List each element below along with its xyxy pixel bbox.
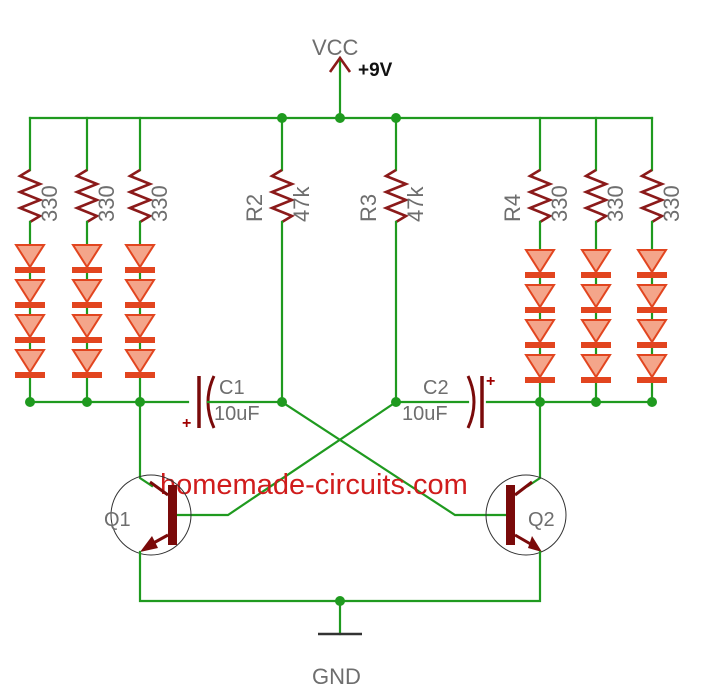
led-string-1 <box>14 220 46 404</box>
led-diode <box>124 279 156 308</box>
watermark-text: homemade-circuits.com <box>160 469 468 501</box>
led-string-6 <box>636 220 668 404</box>
junction-dot <box>591 397 601 407</box>
resistor-value-label: 47k <box>403 186 428 222</box>
c1-value-label: 10uF <box>214 403 260 425</box>
resistor-r4 <box>526 168 554 224</box>
resistor-8 <box>638 168 666 224</box>
junction-dot <box>391 113 401 123</box>
led-diode <box>14 279 46 308</box>
junction-dot <box>82 397 92 407</box>
transistor-q1 <box>110 474 192 556</box>
led-diode <box>124 349 156 378</box>
c1-polarity-mark: + <box>182 415 191 432</box>
led-diode <box>71 279 103 308</box>
led-string-4 <box>524 220 556 404</box>
led-diode <box>580 319 612 348</box>
led-diode <box>636 319 668 348</box>
resistor-value-label: 330 <box>659 185 684 222</box>
q2-label: Q2 <box>528 509 555 531</box>
capacitor-c2 <box>394 375 484 429</box>
led-diode <box>580 284 612 313</box>
resistor-value-label: 47k <box>289 186 314 222</box>
junction-dot <box>277 397 287 407</box>
resistor-name-label: R2 <box>242 194 267 222</box>
junction-dot <box>335 596 345 606</box>
resistor-r3 <box>382 168 410 224</box>
top-rail <box>28 116 654 172</box>
led-diode <box>580 354 612 383</box>
led-strings <box>14 220 668 404</box>
resistor-1 <box>16 168 44 224</box>
led-diode <box>636 284 668 313</box>
led-diode <box>524 284 556 313</box>
junction-dot <box>277 113 287 123</box>
led-diode <box>524 354 556 383</box>
ground-rail <box>138 550 542 636</box>
led-diode <box>636 249 668 278</box>
led-diode <box>71 244 103 273</box>
led-diode <box>580 249 612 278</box>
vcc-supply-symbol <box>328 55 352 120</box>
junction-dot <box>335 113 345 123</box>
gnd-label: GND <box>312 664 361 689</box>
resistor-value-label: 330 <box>94 185 119 222</box>
led-string-3 <box>124 220 156 404</box>
led-diode <box>524 249 556 278</box>
timing-wires <box>173 220 509 517</box>
resistor-value-label: 330 <box>147 185 172 222</box>
junction-dot <box>391 397 401 407</box>
led-diode <box>14 349 46 378</box>
resistor-r2 <box>268 168 296 224</box>
resistor-value-label: 330 <box>547 185 572 222</box>
resistor-name-label: R4 <box>500 194 525 222</box>
led-diode <box>14 244 46 273</box>
resistor-value-label: 330 <box>603 185 628 222</box>
vcc-label: VCC <box>312 35 359 60</box>
supply-voltage-label: +9V <box>358 60 393 81</box>
led-string-5 <box>580 220 612 404</box>
led-diode <box>524 319 556 348</box>
junction-dot <box>647 397 657 407</box>
resistor-7 <box>582 168 610 224</box>
resistor-2 <box>73 168 101 224</box>
led-diode <box>124 314 156 343</box>
capacitor-c1 <box>197 375 284 429</box>
resistor-3 <box>126 168 154 224</box>
resistor-value-label: 330 <box>37 185 62 222</box>
c2-polarity-mark: + <box>486 373 495 390</box>
c2-value-label: 10uF <box>402 403 448 425</box>
led-diode <box>124 244 156 273</box>
led-diode <box>636 354 668 383</box>
led-diode <box>71 349 103 378</box>
transistor-q2 <box>485 474 567 556</box>
c1-name-label: C1 <box>219 377 245 399</box>
q1-label: Q1 <box>104 509 131 531</box>
led-diode <box>71 314 103 343</box>
junction-dot <box>25 397 35 407</box>
led-string-2 <box>71 220 103 404</box>
c2-name-label: C2 <box>423 377 449 399</box>
led-diode <box>14 314 46 343</box>
resistor-name-label: R3 <box>356 194 381 222</box>
